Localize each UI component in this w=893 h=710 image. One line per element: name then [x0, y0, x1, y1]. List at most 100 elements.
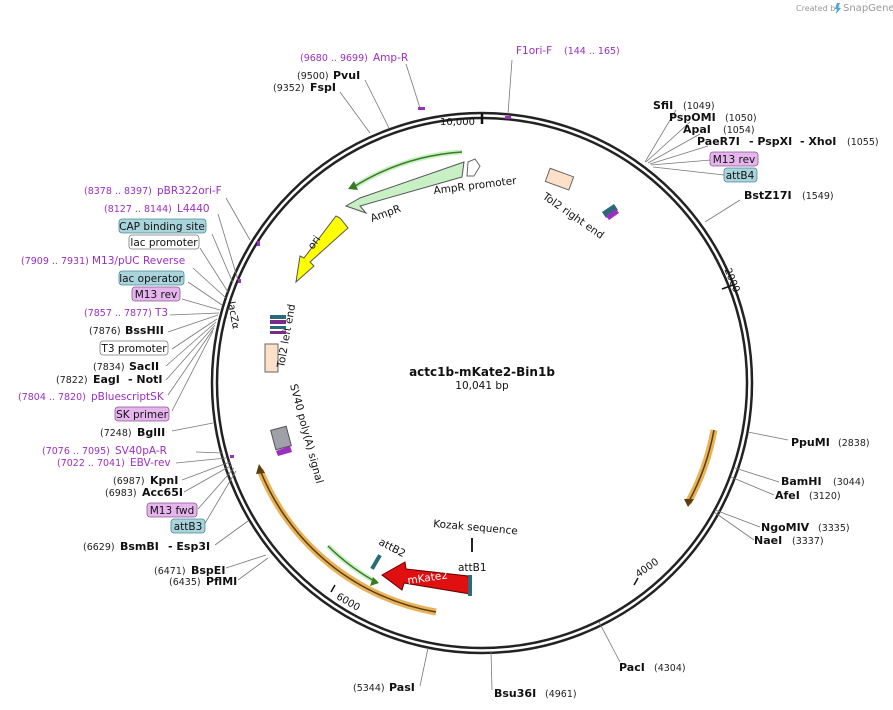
box-m13rev-right-label: M13 rev [713, 154, 756, 166]
site-ngomiv-pos: (3335) [818, 523, 850, 534]
site-pasi-name[interactable]: PasI [389, 681, 415, 694]
site-kpni-pos: (6987) [113, 476, 145, 487]
site-pflmi-name[interactable]: PflMI [206, 575, 237, 588]
box-cap-label: CAP binding site [119, 221, 205, 233]
site-bspei-name[interactable]: BspEI [191, 564, 225, 577]
box-attb4-label: attB4 [726, 170, 755, 182]
primer-sv40par-name[interactable]: SV40pA-R [115, 445, 167, 457]
box-t3promoter-label: T3 promoter [100, 343, 167, 355]
tol2-left-feature[interactable] [264, 343, 279, 373]
site-pvui-name[interactable]: PvuI [333, 69, 360, 82]
box-cap[interactable] [118, 218, 207, 234]
primer-pbluescript-name[interactable]: pBluescriptSK [91, 391, 165, 403]
primer-sv40par-pos: (7076 .. 7095) [42, 446, 110, 457]
primer-m13puc-pos: (7909 .. 7931) [21, 256, 89, 267]
primer-ampr-name[interactable]: Amp-R [373, 52, 408, 64]
box-lacoperator[interactable] [118, 270, 185, 286]
site-ppumi-name[interactable]: PpuMI [791, 436, 830, 449]
ampr-promoter-feature[interactable] [466, 158, 481, 177]
site-esp3i-name[interactable]: - Esp3I [168, 540, 210, 553]
primer-t3-name[interactable]: T3 [154, 307, 168, 319]
site-sfii-name[interactable]: SfiI [653, 99, 673, 112]
ori-feature[interactable] [295, 215, 349, 284]
site-noti-name[interactable]: - NotI [128, 373, 163, 386]
site-bglii-name[interactable]: BglII [137, 426, 165, 439]
site-apai-name[interactable]: ApaI [683, 123, 711, 136]
lac-operator-mark [270, 320, 286, 324]
site-paci-name[interactable]: PacI [619, 661, 645, 674]
sv40-primer-mark [276, 446, 292, 456]
site-sfii-pos: (1049) [683, 101, 715, 112]
site-sacii-name[interactable]: SacII [129, 360, 159, 373]
ampr-feature[interactable] [344, 161, 465, 215]
site-paer7i-pos: (1055) [847, 137, 879, 148]
site-paer7i-name[interactable]: PaeR7I [697, 135, 740, 148]
sv40-feature[interactable] [270, 425, 292, 451]
box-lacpromoter[interactable] [128, 234, 200, 250]
plasmid-name: actc1b-mKate2-Bin1b [409, 365, 555, 379]
plasmid-length: 10,041 bp [455, 380, 509, 392]
box-skprimer-label: SK primer [116, 409, 168, 421]
ampr-label: AmpR [369, 203, 403, 225]
primer-pbr322-name[interactable]: pBR322ori-F [157, 185, 222, 197]
box-attb3[interactable] [170, 518, 206, 534]
site-xhoi-name[interactable]: - XhoI [800, 135, 836, 148]
site-pspomi-name[interactable]: PspOMI [669, 111, 716, 124]
site-pasi-pos: (5344) [353, 683, 385, 694]
site-pvui-pos: (9500) [297, 71, 329, 82]
site-bstz17i-name[interactable]: BstZ17I [744, 189, 792, 202]
sk-primer-mark [270, 331, 286, 334]
attb4-mark [602, 204, 618, 218]
orange-arc-bottom-bg [256, 468, 437, 616]
box-lacoperator-label: lac operator [119, 273, 183, 285]
site-afei-pos: (3120) [809, 491, 841, 502]
ampr-arc-head [348, 181, 358, 190]
site-afei-name[interactable]: AfeI [775, 489, 800, 502]
box-lacpromoter-label: lac promoter [130, 237, 198, 249]
site-paci-pos: (4304) [654, 663, 686, 674]
logo-prefix: Created by [796, 4, 840, 13]
site-pspxi-name[interactable]: - PspXI [749, 135, 792, 148]
mkate2-label: mKate2 [407, 569, 449, 587]
site-acc65i-name[interactable]: Acc65I [142, 486, 183, 499]
primer-f1ori-name[interactable]: F1ori-F [516, 45, 552, 57]
box-m13rev-left-label: M13 rev [135, 289, 178, 301]
attb1-label: attB1 [458, 562, 487, 574]
primer-l4440-name[interactable]: L4440 [177, 203, 210, 215]
site-naei-name[interactable]: NaeI [754, 534, 782, 547]
tick-10000-label: 10,000 [440, 117, 475, 128]
site-kpni-name[interactable]: KpnI [150, 474, 178, 487]
box-t3promoter[interactable] [99, 340, 169, 356]
box-m13fwd[interactable] [146, 502, 198, 518]
site-bsshii-name[interactable]: BssHII [125, 324, 164, 337]
primer-marks [230, 107, 511, 458]
site-fspi-name[interactable]: FspI [310, 81, 336, 94]
site-naei-pos: (3337) [792, 536, 824, 547]
site-acc65i-pos: (6983) [105, 488, 137, 499]
tick-2000-label: 2000 [722, 267, 742, 295]
site-bstz17i-pos: (1549) [802, 191, 834, 202]
box-skprimer[interactable] [114, 406, 170, 422]
site-bsmbi-name[interactable]: BsmBI [120, 540, 159, 553]
box-attb4[interactable] [723, 167, 758, 183]
orange-arc-right-head [684, 499, 694, 507]
site-bsu36i-name[interactable]: Bsu36I [494, 687, 536, 700]
primer-ebvrev-name[interactable]: EBV-rev [130, 457, 171, 469]
box-m13rev-left[interactable] [131, 286, 181, 302]
tick-4000-line [633, 577, 639, 586]
site-bamhi-name[interactable]: BamHI [781, 475, 822, 488]
logo-brand: SnapGene [843, 3, 893, 14]
site-eagi-pos: (7822) [56, 375, 88, 386]
box-m13rev-right[interactable] [709, 151, 759, 167]
mkate2-feature[interactable] [381, 561, 471, 595]
top-labels: (9680 .. 9699) Amp-R F1ori-F (144 .. 165… [273, 45, 620, 94]
site-eagi-name[interactable]: EagI [93, 373, 120, 386]
orange-arc-bottom-head [256, 464, 265, 474]
site-ngomiv-name[interactable]: NgoMIV [761, 521, 810, 534]
orange-arc-bottom [259, 469, 437, 613]
primer-m13puc-name[interactable]: M13/pUC Reverse [92, 255, 185, 267]
tol2-right-feature[interactable] [544, 167, 575, 191]
right-leaders [419, 109, 789, 691]
snapgene-logo: Created by SnapGene [796, 3, 893, 14]
